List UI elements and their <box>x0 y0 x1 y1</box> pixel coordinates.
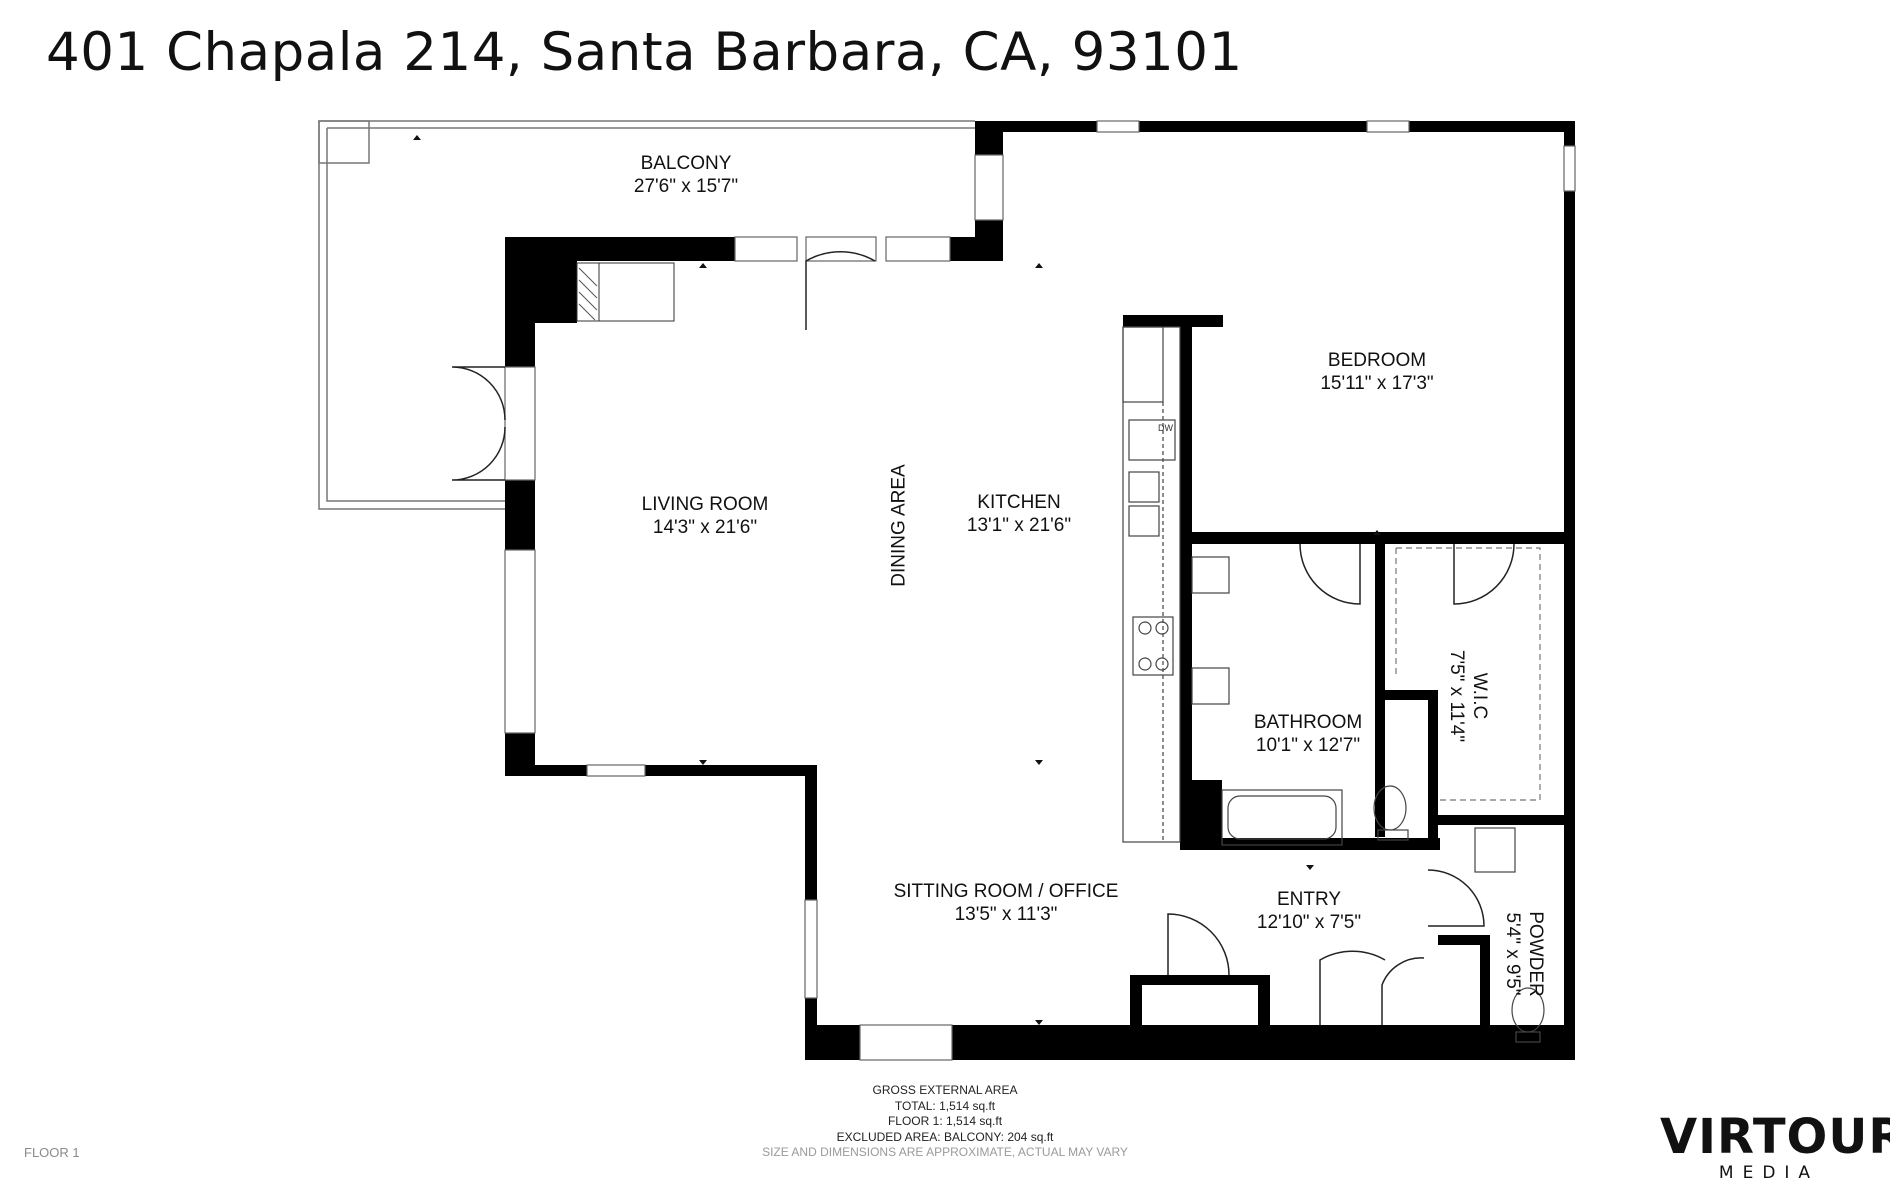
room-dims: 14'3" x 21'6" <box>652 517 758 538</box>
room-label-entry: ENTRY 12'10" x 7'5" <box>1257 888 1361 934</box>
room-dims: 10'1" x 12'7" <box>1255 735 1361 756</box>
room-dims: 27'6" x 15'7" <box>633 176 739 197</box>
room-label-bedroom: BEDROOM 15'11" x 17'3" <box>1320 349 1433 395</box>
area-heading: GROSS EXTERNAL AREA <box>872 1083 1018 1097</box>
room-dims: 13'1" x 21'6" <box>966 515 1072 536</box>
room-name: KITCHEN <box>977 492 1061 513</box>
room-name: BALCONY <box>640 153 732 174</box>
room-label-kitchen: KITCHEN 13'1" x 21'6" <box>967 491 1071 537</box>
dishwasher-label: DW <box>1158 423 1173 433</box>
room-label-living-room: LIVING ROOM 14'3" x 21'6" <box>642 493 769 539</box>
room-label-powder: POWDER 5'4" x 9'5" <box>1501 911 1547 997</box>
room-dims: 15'11" x 17'3" <box>1320 373 1434 394</box>
logo-main: VIRTOUR <box>1660 1109 1890 1165</box>
room-label-wic: W.I.C 7'5" x 11'4" <box>1445 650 1491 742</box>
wic-closet <box>1395 547 1541 801</box>
room-dims: 5'4" x 9'5" <box>1501 912 1523 996</box>
fireplace <box>576 262 675 322</box>
room-name: LIVING ROOM <box>641 494 769 515</box>
area-disclaimer: SIZE AND DIMENSIONS ARE APPROXIMATE, ACT… <box>762 1145 1128 1159</box>
room-name: ENTRY <box>1276 889 1342 910</box>
balcony-outline <box>318 120 975 510</box>
room-name: SITTING ROOM / OFFICE <box>893 881 1119 902</box>
room-dims: 12'10" x 7'5" <box>1256 912 1362 933</box>
room-name: POWDER <box>1524 911 1546 997</box>
room-name: W.I.C <box>1469 672 1491 720</box>
room-name: BATHROOM <box>1253 712 1363 733</box>
area-total: TOTAL: 1,514 sq.ft <box>894 1098 996 1113</box>
room-label-bathroom: BATHROOM 10'1" x 12'7" <box>1254 711 1362 757</box>
room-dims: 13'5" x 11'3" <box>954 904 1058 925</box>
room-label-sitting-room: SITTING ROOM / OFFICE 13'5" x 11'3" <box>894 880 1119 926</box>
doors <box>451 251 1515 1025</box>
walls <box>505 121 1575 1060</box>
room-label-dining-area: DINING AREA <box>888 464 910 587</box>
room-label-balcony: BALCONY 27'6" x 15'7" <box>634 152 738 198</box>
bathroom-fixtures <box>1191 556 1545 1043</box>
virtour-logo: VIRTOUR MEDIA <box>1660 1109 1890 1183</box>
kitchen-counter <box>1122 326 1181 843</box>
logo-sub: MEDIA <box>1718 1163 1820 1183</box>
page-title: 401 Chapala 214, Santa Barbara, CA, 9310… <box>46 22 1243 83</box>
area-summary: GROSS EXTERNAL AREA TOTAL: 1,514 sq.ft F… <box>762 1083 1128 1161</box>
windows <box>504 120 1576 1061</box>
area-floor1: FLOOR 1: 1,514 sq.ft <box>887 1114 1003 1128</box>
dimension-ticks <box>413 135 1381 1025</box>
floor-label: FLOOR 1 <box>24 1145 80 1160</box>
area-excluded: EXCLUDED AREA: BALCONY: 204 sq.ft <box>836 1129 1054 1144</box>
room-name: BEDROOM <box>1327 350 1427 371</box>
room-dims: 7'5" x 11'4" <box>1446 649 1468 743</box>
